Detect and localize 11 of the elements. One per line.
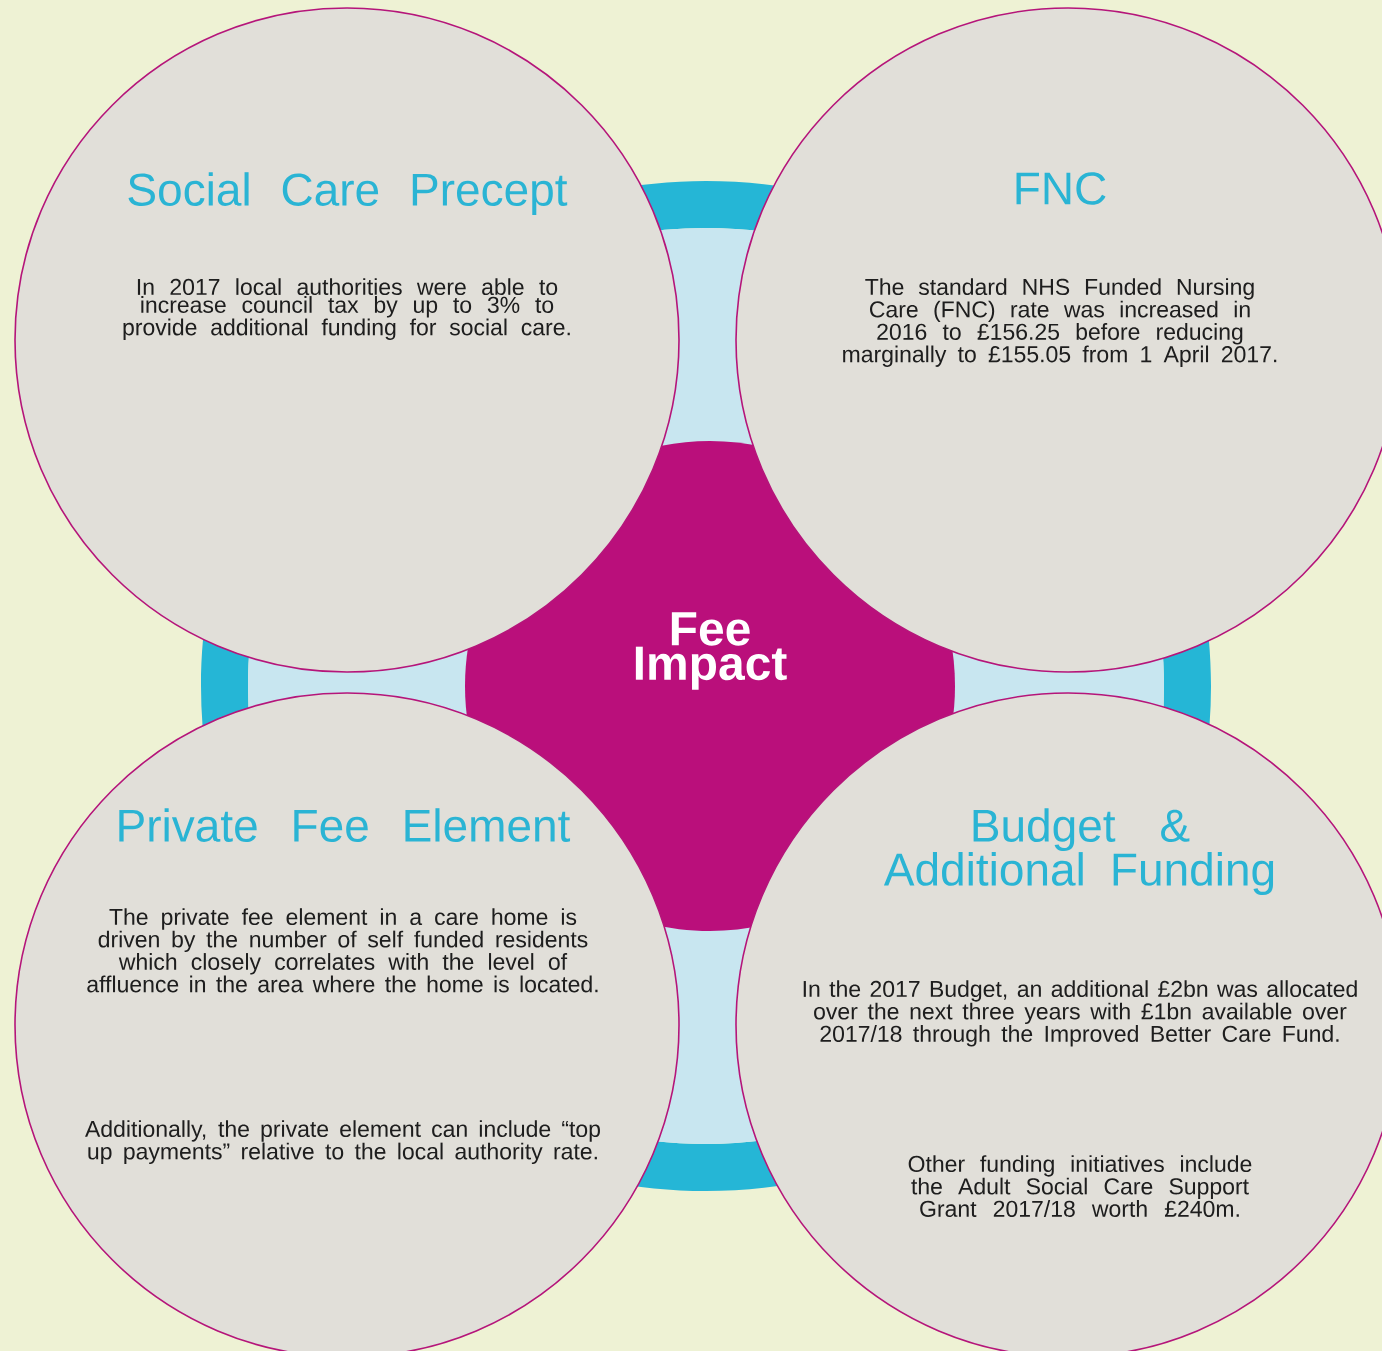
circle-text: The private fee element in a care home is driven by the number of self funded residents which closely correlates with the level of affluence in the area where the home is located. (87, 908, 598, 993)
circle-text: Other funding initiatives include the Adult Social Care Support Grant 2017/18 worth £240m. (908, 1155, 1252, 1217)
circle-text: In the 2017 Budget, an additional £2bn was allocated over the next three years with £1bn available over 2017/18 through the Improved Better Care Fund. (803, 980, 1357, 1047)
circle-heading: Budget & Additional Funding (883, 808, 1274, 895)
circle-text: In 2017 local authorities were able to increase council tax by up to 3% to provide additional funding for social care. (123, 278, 570, 340)
circle-heading: Social Care Precept (128, 172, 568, 216)
circle-text: Additionally, the private element can include “top up payments” relative to the local authority rate. (85, 1120, 600, 1165)
circle-text: The standard NHS Funded Nursing Care (FNC) rate was increased in 2016 to £156.25 before reducing marginally to £155.05 from 1 April 2017. (843, 278, 1277, 367)
circle-heading: Private Fee Element (119, 808, 571, 842)
hub-label: Fee Impact (635, 612, 787, 690)
circle-heading: FNC (1016, 172, 1106, 205)
